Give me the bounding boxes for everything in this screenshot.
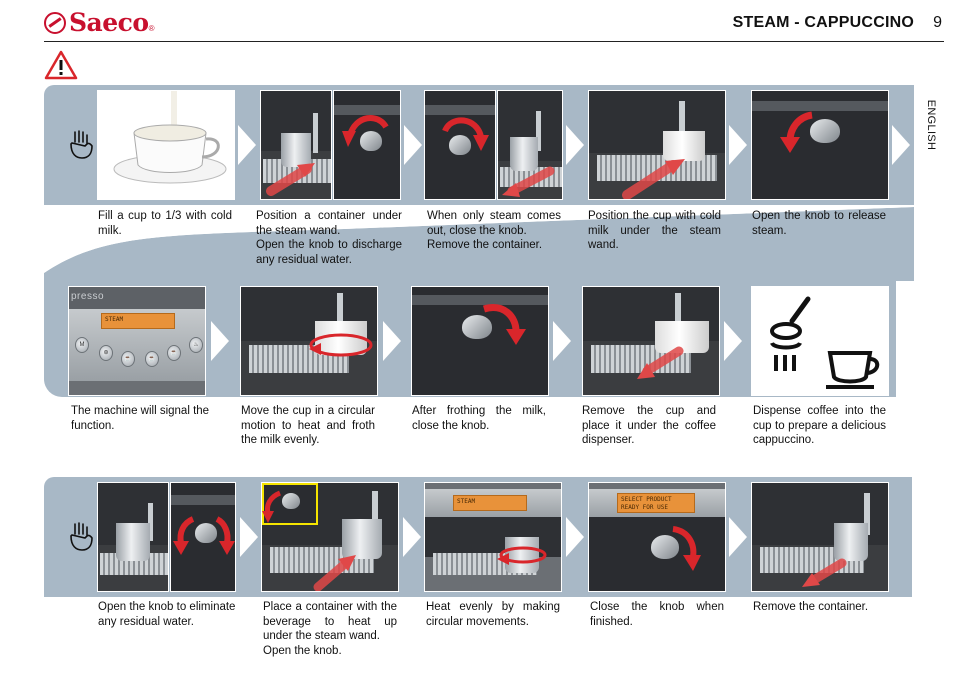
row1-band-wedge <box>44 205 914 281</box>
warning-triangle-icon <box>44 50 78 85</box>
machine-brand-fragment: presso <box>71 291 105 302</box>
step-arrow <box>240 517 258 557</box>
page-number: 9 <box>933 14 942 31</box>
caption-row2-step1: The machine will signal the function. <box>71 405 210 432</box>
machine-button-coffee-3: ☕ <box>167 345 181 361</box>
step-arrow <box>383 321 401 361</box>
caption-row1-step1: Fill a cup to 1/3 with cold milk. <box>98 210 232 237</box>
step-arrow <box>724 321 742 361</box>
display-ready: SELECT PRODUCT READY FOR USE <box>617 493 695 513</box>
step-arrow <box>211 321 229 361</box>
photo-knob-open-cw <box>333 90 401 200</box>
photo-remove-container <box>497 90 563 200</box>
brand-registered: ® <box>148 24 155 33</box>
machine-button-power: ♨ <box>189 337 203 353</box>
step-arrow <box>566 517 584 557</box>
photo-jug-under-wand <box>97 482 169 592</box>
machine-button-coffee: ☕ <box>121 351 135 367</box>
language-tab: ENGLISH <box>924 95 938 155</box>
photo-control-panel-steam: presso STEAM M ⊛ ☕ ☕ ☕ ♨ <box>68 286 206 396</box>
machine-button-menu: M <box>75 337 89 353</box>
photo-container-under-wand <box>260 90 332 200</box>
caption-row3-step1: Open the knob to eliminate any residual … <box>98 601 236 628</box>
saeco-logo: Saeco ® <box>44 8 154 37</box>
photo-remove-cup-to-coffee <box>582 286 720 396</box>
caption-row2-step5: Dispense coffee into the cup to prepare … <box>753 405 886 446</box>
display-steam: STEAM <box>453 495 527 511</box>
step-arrow <box>238 125 256 165</box>
display-steam: STEAM <box>101 313 175 329</box>
photo-heat-circular: STEAM <box>424 482 562 592</box>
caption-row3-step5: Remove the container. <box>753 601 869 613</box>
page-header: Saeco ® STEAM - CAPPUCCINO 9 <box>44 6 944 42</box>
caption-row1-step5: Open the knob to release steam. <box>752 210 886 237</box>
photo-circular-motion <box>240 286 378 396</box>
machine-button-coffee-2: ☕ <box>145 351 159 367</box>
photo-close-knob-after-froth <box>411 286 549 396</box>
caption-row2-step3: After frothing the milk, close the knob. <box>412 405 546 432</box>
step-arrow <box>566 125 584 165</box>
step-arrow <box>729 125 747 165</box>
photo-knob-close <box>424 90 496 200</box>
saeco-logo-mark-icon <box>44 11 66 34</box>
photo-close-knob-finished: SELECT PRODUCT READY FOR USE <box>588 482 726 592</box>
caption-row2-step4: Remove the cup and place it under the co… <box>582 405 716 446</box>
hand-touch-icon <box>66 520 96 557</box>
step-arrow <box>729 517 747 557</box>
step-arrow <box>403 517 421 557</box>
photo-beverage-under-wand <box>261 482 399 592</box>
step-arrow <box>553 321 571 361</box>
photo-knob-open-residual <box>170 482 236 592</box>
page-title: STEAM - CAPPUCCINO <box>732 14 914 31</box>
caption-row3-step2: Place a container with the beverage to h… <box>263 601 397 657</box>
coffee-dispense-icon <box>751 286 889 396</box>
step-arrow <box>404 125 422 165</box>
caption-row2-step2: Move the cup in a circular motion to hea… <box>241 405 375 446</box>
caption-row1-step3: When only steam comes out, close the kno… <box>427 210 561 251</box>
photo-remove-jug <box>751 482 889 592</box>
caption-row3-step4: Close the knob when finished. <box>590 601 724 628</box>
language-tab-label: ENGLISH <box>925 99 937 151</box>
hand-touch-icon <box>66 128 96 165</box>
photo-cup-under-wand <box>588 90 726 200</box>
photo-fill-cup-milk <box>97 90 235 200</box>
caption-row3-step3: Heat evenly by making circular movements… <box>426 601 560 628</box>
caption-row1-step2: Position a container under the steam wan… <box>256 210 402 266</box>
step-arrow <box>892 125 910 165</box>
photo-knob-release-steam <box>751 90 889 200</box>
machine-button-steam: ⊛ <box>99 345 113 361</box>
caption-row1-step4: Position the cup with cold milk under th… <box>588 210 721 251</box>
brand-name: Saeco <box>69 8 149 37</box>
